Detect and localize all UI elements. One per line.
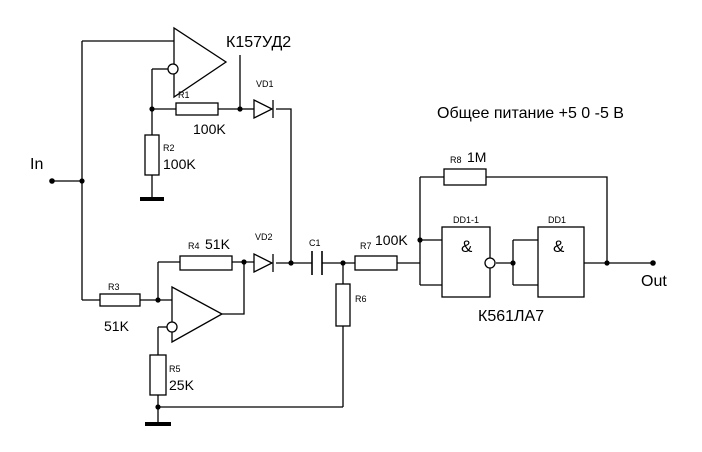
opamp2-inverting-marker bbox=[166, 321, 178, 333]
output-terminal bbox=[650, 260, 656, 266]
r3-label: R3 bbox=[108, 282, 120, 292]
r4-label: R4 bbox=[188, 241, 200, 251]
r2-label: R2 bbox=[163, 143, 175, 153]
resistor-r2 bbox=[144, 134, 160, 176]
dd1-label: DD1 bbox=[548, 215, 566, 225]
gate-dd1-and-symbol: & bbox=[553, 237, 565, 256]
resistor-r8 bbox=[443, 168, 487, 186]
opamp-2 bbox=[166, 285, 224, 344]
resistor-r4 bbox=[179, 255, 233, 271]
r5-label: R5 bbox=[169, 364, 181, 374]
r2-value: 100K bbox=[163, 156, 196, 172]
capacitor-c1 bbox=[311, 251, 323, 275]
resistor-r5 bbox=[149, 354, 167, 396]
r7-value: 100K bbox=[375, 232, 408, 248]
r1-label: R1 bbox=[178, 90, 190, 100]
resistor-r1 bbox=[175, 102, 219, 116]
r8-label: R8 bbox=[450, 155, 462, 165]
wire-r8-right bbox=[486, 176, 608, 263]
r1-value: 100K bbox=[193, 121, 226, 137]
wires bbox=[52, 40, 653, 422]
vd1-label: VD1 bbox=[256, 79, 274, 89]
diode-vd1 bbox=[253, 98, 274, 120]
input-label: In bbox=[30, 156, 43, 173]
vd2-label: VD2 bbox=[255, 232, 273, 242]
resistor-r3 bbox=[99, 293, 141, 307]
r7-label: R7 bbox=[360, 241, 372, 251]
resistor-r7 bbox=[354, 255, 398, 271]
logic-ic-type-label: К561ЛА7 bbox=[478, 308, 544, 325]
diode-vd2 bbox=[253, 252, 274, 274]
r4-value: 51K bbox=[205, 236, 231, 252]
dd1-1-label: DD1-1 bbox=[453, 215, 479, 225]
opamp1-inverting-marker bbox=[167, 63, 179, 75]
r3-value: 51K bbox=[104, 318, 130, 334]
junctions bbox=[49, 106, 656, 410]
wire-opamp2-out bbox=[222, 262, 245, 315]
gate-dd1-1 bbox=[441, 226, 496, 298]
resistor-r6 bbox=[335, 283, 351, 327]
input-terminal bbox=[49, 178, 55, 184]
gate-dd1-1-and-symbol: & bbox=[461, 237, 473, 256]
opamp-1 bbox=[167, 26, 228, 99]
wire-vd1-out bbox=[276, 108, 292, 263]
r8-value: 1M bbox=[467, 149, 486, 165]
power-supply-note: Общее питание +5 0 -5 В bbox=[437, 105, 624, 122]
c1-label: C1 bbox=[309, 238, 321, 248]
r6-label: R6 bbox=[355, 294, 367, 304]
gate-dd1-1-inverter-bubble bbox=[484, 257, 496, 269]
r5-value: 25K bbox=[169, 377, 195, 393]
gate-dd1 bbox=[537, 226, 585, 298]
opamp-type-label: К157УД2 bbox=[226, 34, 291, 51]
output-label: Out bbox=[641, 273, 667, 290]
